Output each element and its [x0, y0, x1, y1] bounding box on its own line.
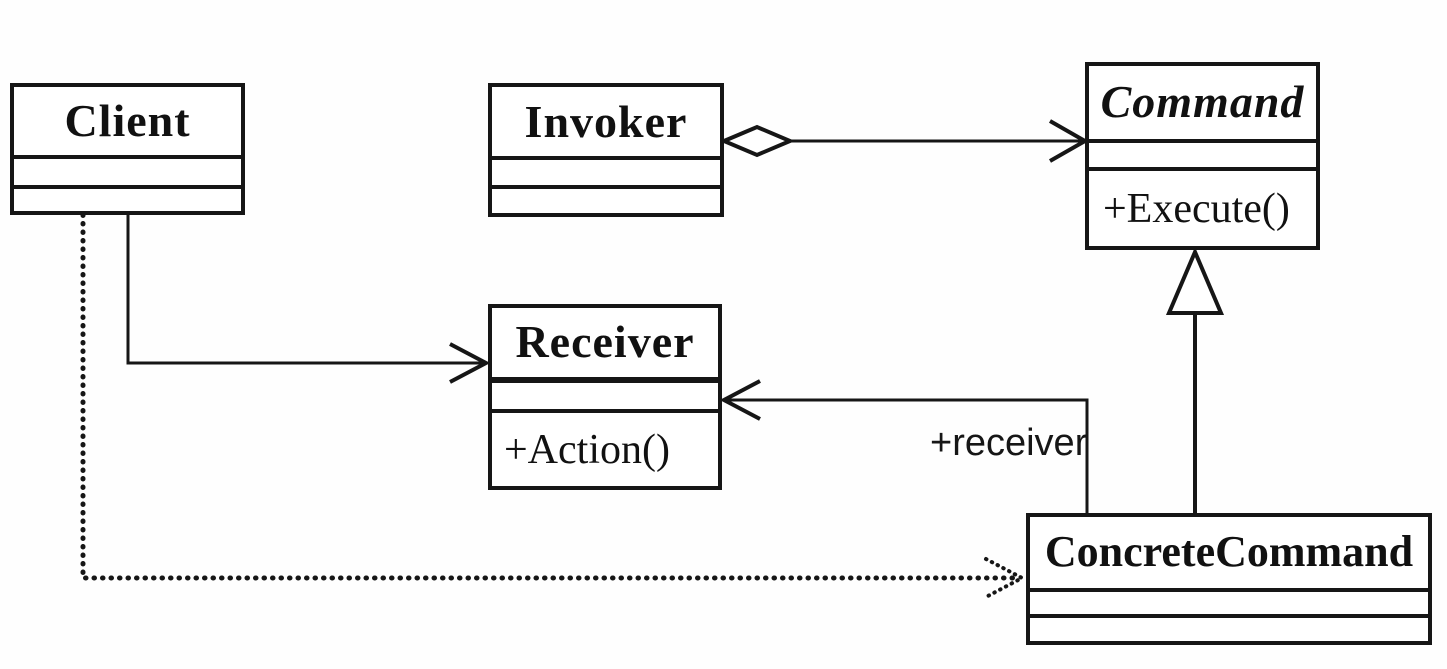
class-box-command: Command +Execute() [1085, 62, 1320, 250]
class-box-receiver: Receiver +Action() [488, 304, 722, 490]
operations-compartment [14, 184, 241, 211]
class-name-concretecommand: ConcreteCommand [1044, 527, 1414, 577]
hollow-triangle-icon [1165, 246, 1225, 315]
association-line [126, 213, 482, 365]
attributes-compartment [1030, 587, 1428, 614]
association-concretecommand-receiver [719, 379, 1089, 515]
class-name-client: Client [64, 95, 191, 147]
open-arrowhead-icon [719, 379, 761, 421]
attributes-compartment [492, 376, 718, 410]
dependency-client-concretecommand [80, 212, 1027, 599]
aggregation-invoker-command [718, 119, 1090, 163]
operation-execute: +Execute() [1089, 167, 1316, 246]
attributes-compartment [492, 156, 720, 184]
operations-compartment [1030, 613, 1428, 641]
dependency-dotted-line [80, 212, 1017, 581]
class-box-client: Client [10, 83, 245, 215]
class-name-invoker: Invoker [524, 95, 688, 147]
class-box-concretecommand: ConcreteCommand [1026, 513, 1432, 645]
open-arrowhead-icon [449, 342, 491, 384]
generalization-concretecommand-command [1165, 246, 1225, 515]
open-arrowhead-icon [984, 557, 1027, 599]
aggregation-diamond-icon [718, 124, 796, 158]
attributes-compartment [1089, 138, 1316, 168]
class-name-receiver: Receiver [515, 316, 695, 368]
association-line [728, 398, 1089, 515]
class-name-command: Command [1100, 76, 1305, 128]
attributes-compartment [14, 155, 241, 184]
operation-action: +Action() [492, 409, 718, 486]
operations-compartment [492, 184, 720, 213]
class-box-invoker: Invoker [488, 83, 724, 217]
role-label-receiver: +receiver [930, 422, 1088, 464]
association-client-receiver [126, 213, 491, 384]
